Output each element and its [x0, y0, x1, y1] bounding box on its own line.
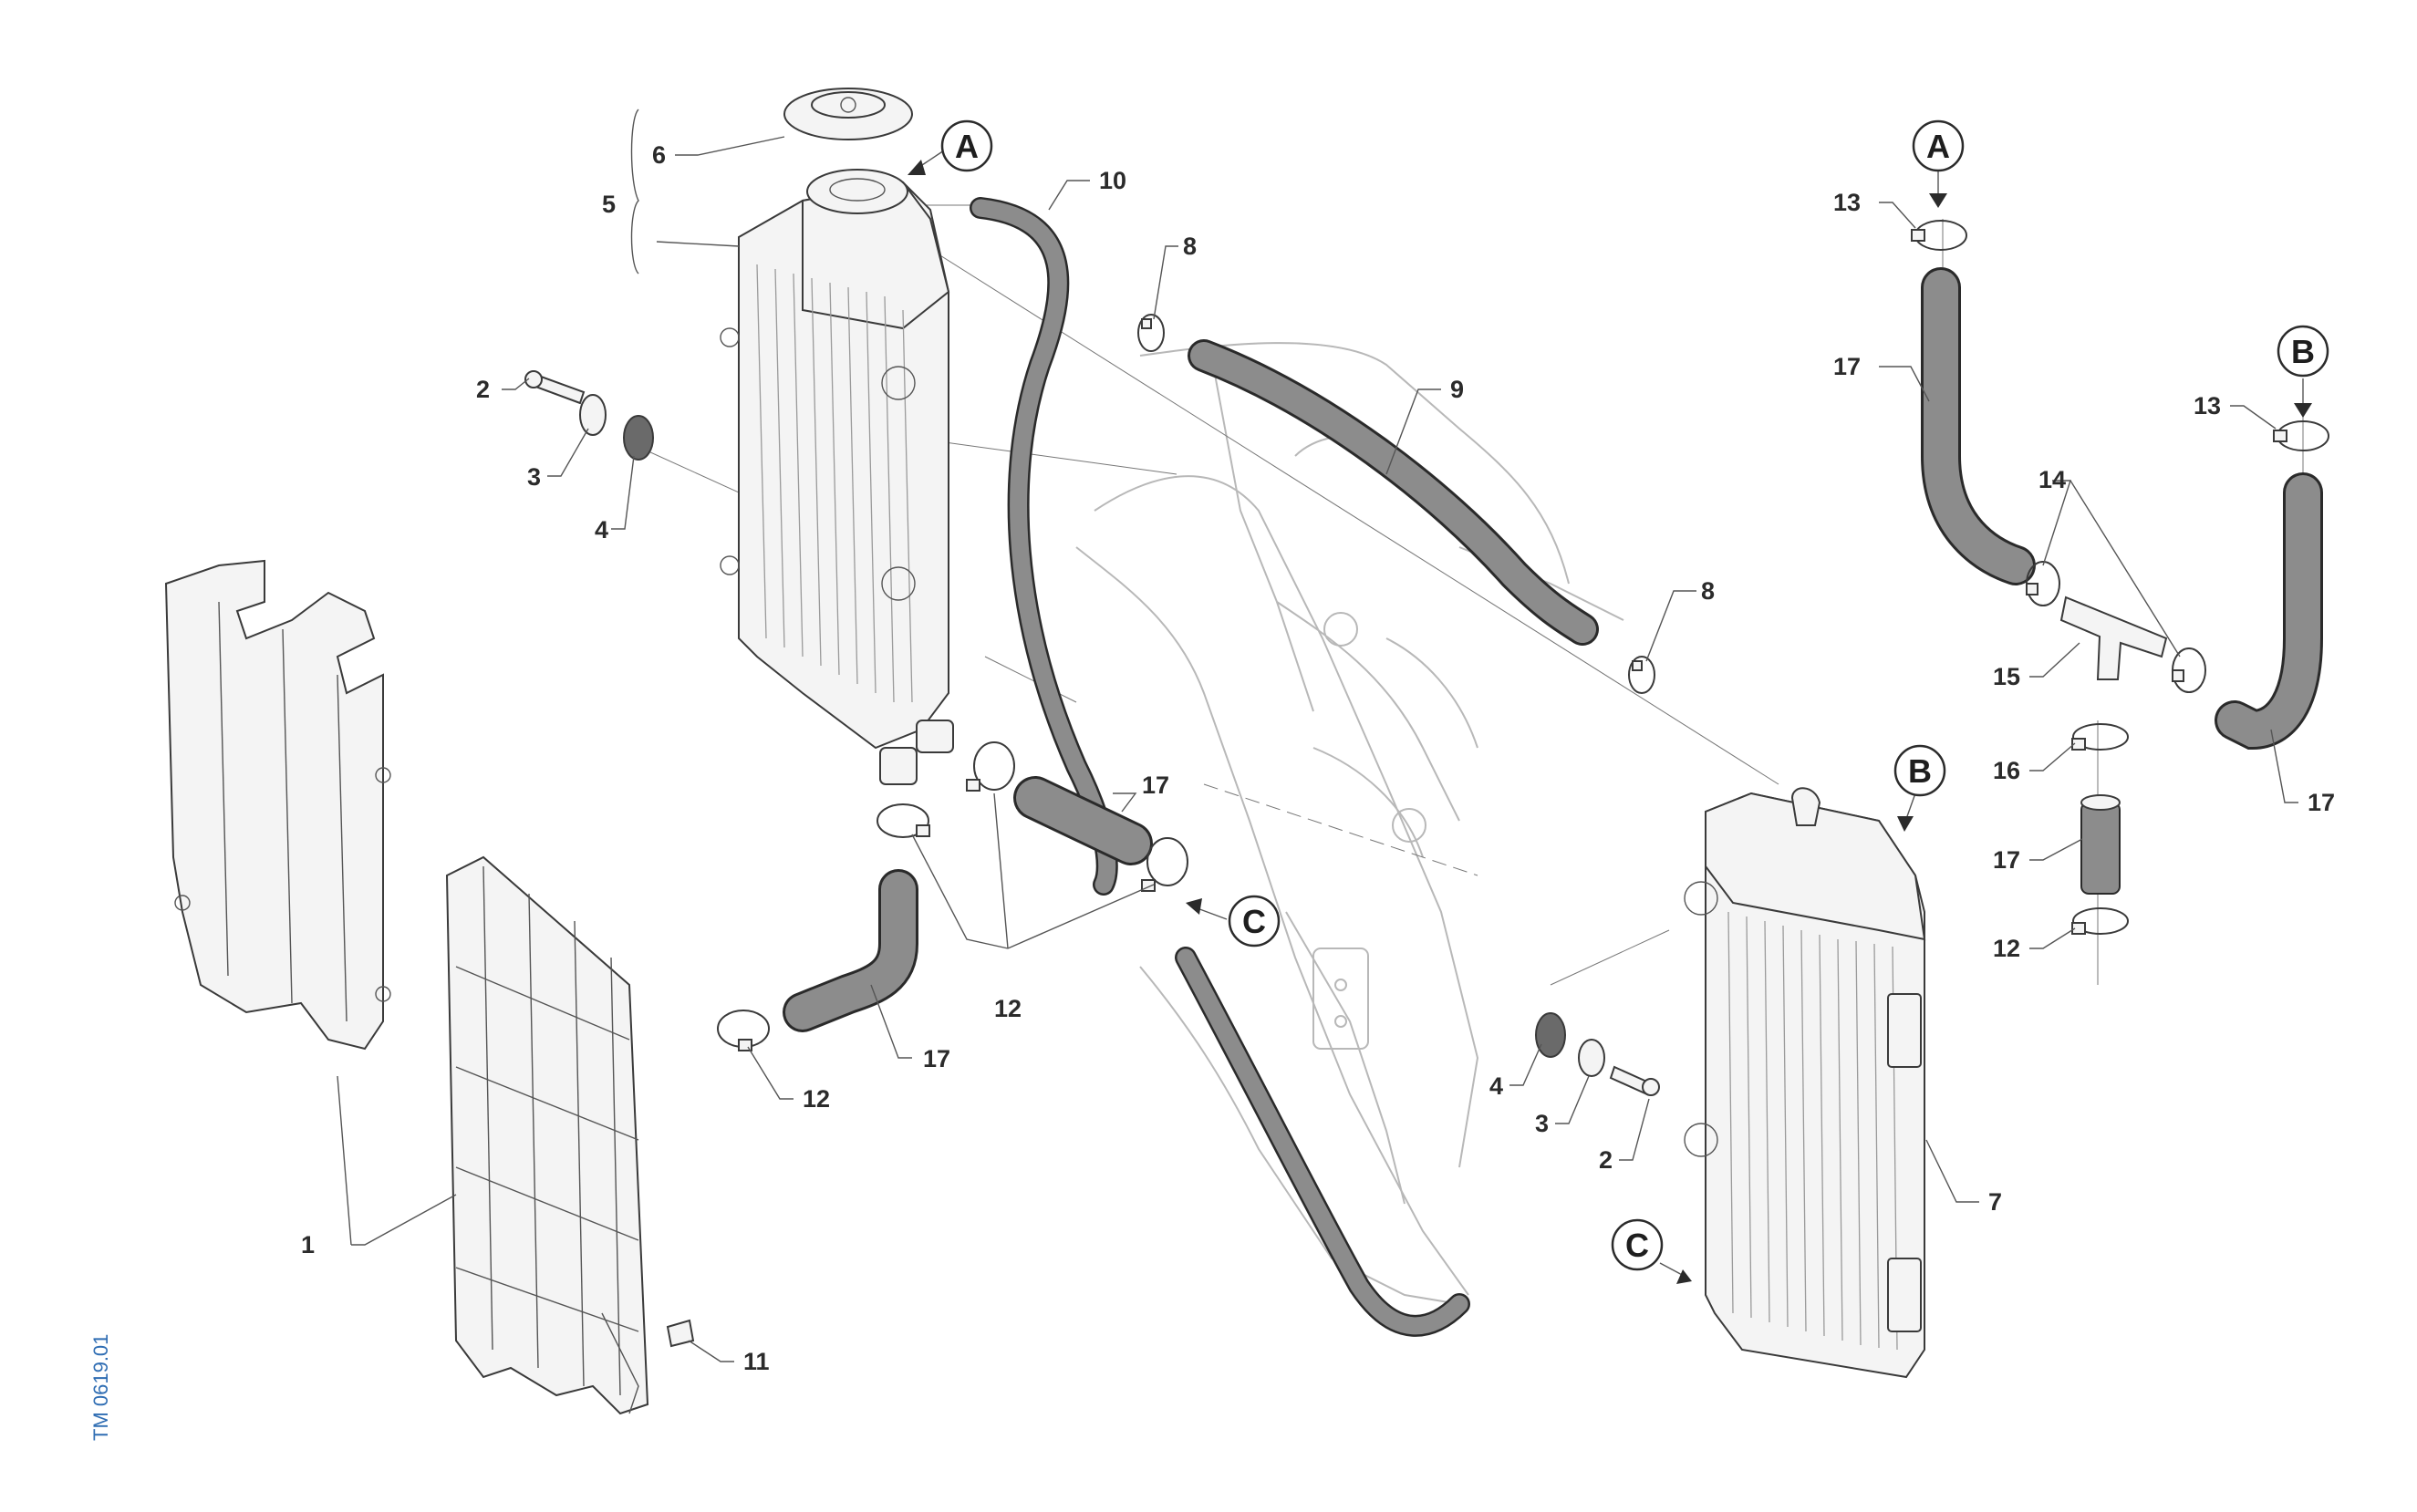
- clamp-12-a: [877, 803, 930, 838]
- radiator-right-fins: [1727, 911, 1898, 1351]
- part-number-2-right: 2: [1599, 1146, 1613, 1174]
- hose-17-elbow-left: [783, 869, 918, 1032]
- part-number-17-straight: 17: [1142, 772, 1169, 799]
- part-number-13-a: 13: [1833, 189, 1861, 216]
- radiator-left-fins: [756, 264, 913, 703]
- callout-a-left: A: [940, 119, 993, 172]
- callout-b-radiator: B: [1893, 744, 1946, 797]
- callout-c-radiator: C: [1611, 1218, 1664, 1271]
- screw-left: [524, 370, 586, 405]
- part-number-10: 10: [1099, 167, 1126, 194]
- radiator-cap: [783, 88, 913, 140]
- clamp-14-b: [2172, 647, 2206, 693]
- bushing-right: [1578, 1039, 1605, 1077]
- clamp-13-b: [2273, 420, 2329, 451]
- filler-neck: [806, 169, 908, 214]
- svg-text:A: A: [1926, 128, 1950, 165]
- svg-text:B: B: [1908, 752, 1932, 790]
- radiator-guard-left: [164, 559, 391, 1051]
- callout-arrows: [908, 150, 2312, 1284]
- part-number-9: 9: [1450, 376, 1464, 403]
- part-number-14: 14: [2038, 466, 2066, 493]
- screw-right: [1609, 1065, 1660, 1096]
- hose-17-elbow-a: [1921, 267, 2036, 585]
- part-number-17-a: 17: [1833, 353, 1861, 380]
- part-number-17-b: 17: [2308, 789, 2335, 816]
- part-number-8-lower: 8: [1701, 577, 1715, 605]
- part-number-12-lower: 12: [803, 1085, 830, 1113]
- grommet-right: [1535, 1012, 1566, 1058]
- part-number-3-right: 3: [1535, 1110, 1549, 1137]
- part-number-3-left: 3: [527, 463, 541, 491]
- hose-17-short: [2080, 794, 2121, 895]
- part-number-4-left: 4: [595, 516, 608, 544]
- clip-11: [666, 1319, 695, 1348]
- part-number-5: 5: [602, 191, 616, 218]
- grommet-left: [623, 415, 654, 461]
- part-number-6: 6: [652, 141, 666, 169]
- part-number-15: 15: [1993, 663, 2020, 690]
- part-number-11: 11: [743, 1348, 770, 1375]
- callout-a-right: A: [1912, 119, 1965, 172]
- motorcycle-frame-outline: [1075, 342, 1624, 1305]
- clamp-14-a: [2026, 561, 2060, 606]
- clamp-12-b: [966, 741, 1015, 792]
- callout-c-left: C: [1228, 895, 1281, 948]
- document-id: TM 0619.01: [89, 1334, 112, 1441]
- part-number-leaders: [337, 109, 2298, 1362]
- hose-17-straight-left: [1013, 776, 1153, 865]
- clamp-16: [2071, 723, 2129, 751]
- svg-text:B: B: [2291, 333, 2315, 370]
- callout-b-right: B: [2277, 325, 2329, 378]
- part-number-2-left: 2: [476, 376, 490, 403]
- bushing-left: [579, 394, 607, 436]
- radiator-left: [720, 181, 954, 785]
- hose-9: [1188, 339, 1599, 646]
- part-number-12-center: 12: [994, 995, 1022, 1022]
- part-number-13-b: 13: [2194, 392, 2221, 419]
- part-number-1: 1: [301, 1231, 315, 1258]
- clamp-12-d: [717, 1010, 770, 1051]
- radiator-right: [1684, 787, 1926, 1379]
- part-number-4-right: 4: [1489, 1072, 1503, 1100]
- part-number-12-right: 12: [1993, 935, 2020, 962]
- clamp-8-upper: [1137, 314, 1165, 352]
- clamp-12-e: [2071, 907, 2129, 935]
- radiator-louver-left: [445, 855, 649, 1415]
- hose-17-elbow-b: [2215, 472, 2323, 751]
- svg-text:A: A: [955, 128, 979, 165]
- part-number-7: 7: [1988, 1188, 2002, 1216]
- svg-text:C: C: [1625, 1227, 1649, 1264]
- svg-text:C: C: [1242, 903, 1266, 940]
- part-number-17-short: 17: [1993, 846, 2020, 874]
- part-number-16: 16: [1993, 757, 2020, 784]
- part-number-8-upper: 8: [1183, 233, 1197, 260]
- t-piece: [2059, 595, 2168, 680]
- part-numbers: 6 5 2 3 4 10 8 9 8 1 11 12 12 17 17 4 3 …: [301, 141, 2335, 1375]
- clamp-13-a: [1911, 220, 1967, 251]
- clamp-8-lower: [1628, 656, 1655, 694]
- part-number-17-elbow: 17: [923, 1045, 950, 1072]
